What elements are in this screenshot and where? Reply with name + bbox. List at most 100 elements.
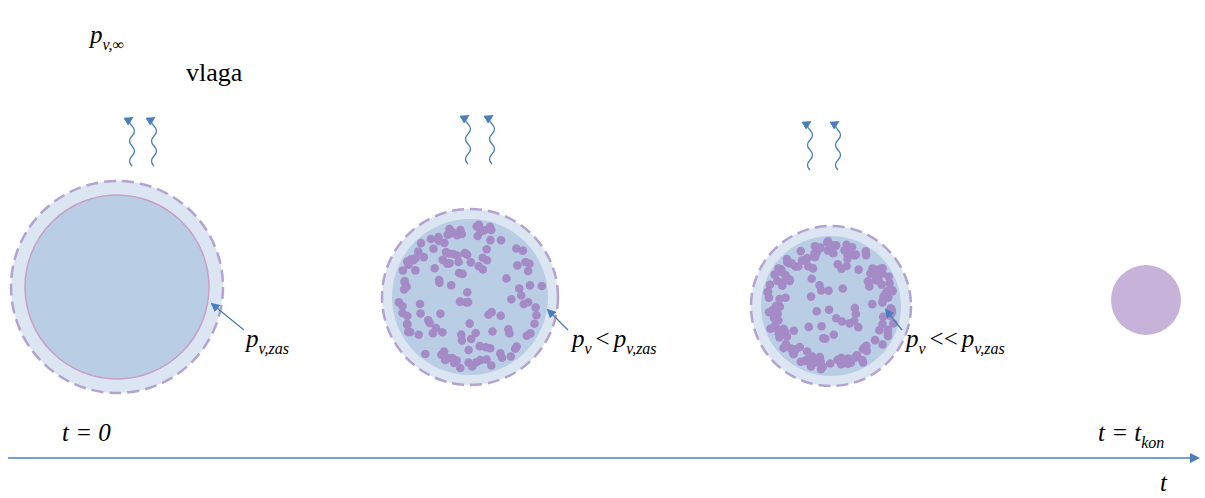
particle <box>831 241 840 250</box>
particle <box>507 295 516 304</box>
particle <box>804 323 813 332</box>
droplet-core <box>761 236 901 376</box>
particle <box>421 350 430 359</box>
particle <box>496 349 505 358</box>
particle <box>765 293 774 302</box>
particle <box>450 356 459 365</box>
particle <box>844 359 853 368</box>
particle <box>482 245 491 254</box>
particle <box>522 331 531 340</box>
particle <box>455 269 464 278</box>
label-text: p <box>572 325 585 352</box>
particle <box>517 291 526 300</box>
particle <box>457 330 466 339</box>
particle <box>417 239 426 248</box>
particle <box>519 246 528 255</box>
particle <box>824 237 833 246</box>
particle <box>416 300 425 309</box>
particle <box>852 250 861 259</box>
label-text: << <box>926 325 962 352</box>
formula-label: t <box>1160 470 1167 495</box>
particle <box>416 309 425 318</box>
particle <box>521 258 530 267</box>
label-text: p <box>614 325 627 352</box>
particle <box>838 317 847 326</box>
particle <box>487 361 496 370</box>
droplet-shell <box>382 209 558 385</box>
particle <box>884 329 893 338</box>
particle <box>445 225 454 234</box>
particle <box>829 330 838 339</box>
particle <box>456 364 465 373</box>
particle <box>476 356 485 365</box>
formula-label: t = 0 <box>62 420 111 445</box>
particle <box>778 268 787 277</box>
particle <box>507 352 516 361</box>
subscript-text: v <box>919 340 926 357</box>
particle <box>810 252 819 261</box>
time-axis <box>8 457 1198 459</box>
particle <box>487 226 496 235</box>
particle <box>821 334 830 343</box>
particle <box>398 302 407 311</box>
particle <box>461 249 470 258</box>
subscript-text: v <box>585 340 592 357</box>
formula-label: vlaga <box>186 60 242 86</box>
particle <box>797 357 806 366</box>
droplet-core <box>25 195 209 379</box>
particle <box>530 319 539 328</box>
formula-label: t = tkon <box>1098 420 1164 445</box>
particle <box>464 346 473 355</box>
particle <box>809 264 818 273</box>
particle <box>808 352 817 361</box>
droplet-core <box>392 219 548 375</box>
label-text: t <box>1160 469 1167 496</box>
particle <box>425 319 434 328</box>
particle <box>837 354 846 363</box>
particle <box>766 280 775 289</box>
particle <box>466 258 475 267</box>
particle <box>842 240 851 249</box>
particle <box>798 256 807 265</box>
particle <box>772 324 781 333</box>
formula-label: pv,zas <box>246 326 289 351</box>
particle <box>486 344 495 353</box>
formula-label: pv,∞ <box>90 22 124 47</box>
particle <box>411 266 420 275</box>
particle <box>479 265 488 274</box>
particle <box>463 288 472 297</box>
particle <box>853 351 862 360</box>
particle <box>486 236 495 245</box>
particle <box>789 326 798 335</box>
particle <box>807 292 816 301</box>
label-text: p <box>90 21 103 48</box>
droplet-shell <box>11 181 223 393</box>
particle <box>497 236 506 245</box>
particle <box>854 323 863 332</box>
particle <box>430 264 439 273</box>
particle <box>488 327 497 336</box>
particles <box>395 221 547 373</box>
particle <box>414 330 423 339</box>
particle <box>465 319 474 328</box>
subscript-text: v,zas <box>259 340 289 357</box>
particle <box>402 282 411 291</box>
particle <box>437 350 446 359</box>
particle <box>438 328 447 337</box>
particle <box>496 312 505 321</box>
moisture-arrows <box>130 116 841 170</box>
particle <box>538 282 547 291</box>
particle <box>844 251 853 260</box>
label-text: < <box>592 325 614 352</box>
dry-particle <box>1111 265 1181 335</box>
subscript-text: v,∞ <box>103 36 124 53</box>
particle <box>877 280 886 289</box>
particle <box>524 267 533 276</box>
subscript-text: v,zas <box>626 340 656 357</box>
particle <box>484 310 493 319</box>
particle <box>406 328 415 337</box>
particle <box>811 253 820 262</box>
label-text: p <box>246 325 259 352</box>
particle <box>871 336 880 345</box>
